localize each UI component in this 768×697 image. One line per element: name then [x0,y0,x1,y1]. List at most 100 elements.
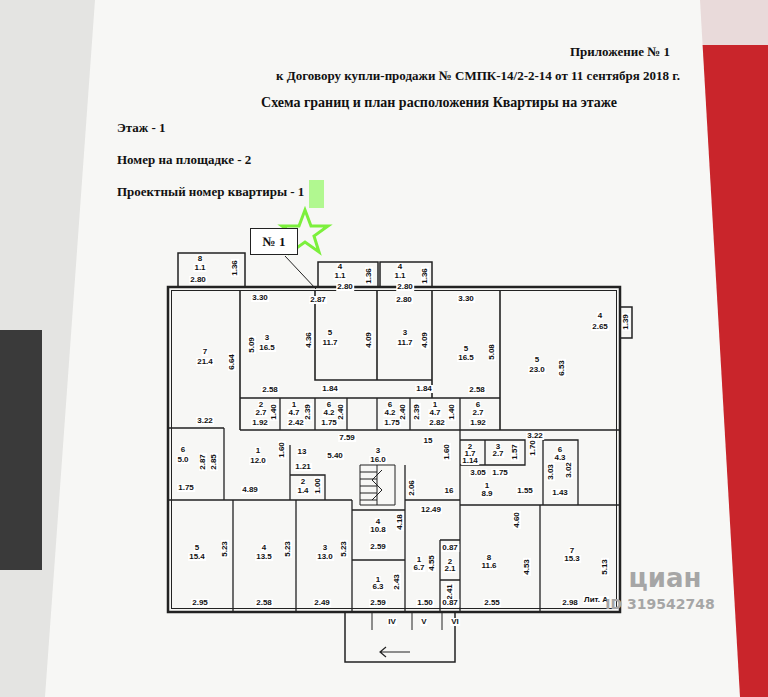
plan-label: 15.3 [563,555,581,563]
dimension-label: 4.36 [305,331,313,349]
watermark: ID 319542748 [605,597,714,611]
plan-label: 2.87 [309,296,327,304]
plan-label: 1 [484,482,490,490]
interior-wall [240,398,500,430]
plan-label: 5.0 [176,456,189,464]
plan-label: 1 [432,401,438,409]
plan-label: 1.75 [177,484,195,492]
plan-label: 1.14 [461,457,479,465]
plan-label: 11.7 [321,339,338,347]
plan-label: 16.5 [258,344,276,352]
dimension-label: 1.40 [270,403,278,421]
plan-label: 2.58 [255,599,273,607]
plan-label: 4 [597,312,603,320]
plan-label: 4.2 [322,409,335,417]
plan-label: IV [387,618,397,626]
dimension-label: 2.43 [393,573,401,591]
dimension-label: 4.18 [396,513,404,531]
plan-label: 0.87 [441,599,459,607]
watermark: циан [629,565,702,591]
plan-label: 5 [327,329,333,337]
plan-label: 2 [258,401,264,409]
plan-label: 1.4 [296,487,309,495]
plan-label: 5 [194,544,200,552]
floor-plan [168,253,632,662]
dimension-label: 5.13 [601,558,609,576]
plan-label: Лит. А [583,596,609,604]
plan-label: 11.7 [396,339,413,347]
balcony [178,253,245,287]
dimension-label: 4.55 [428,554,436,572]
plan-label: 3.30 [457,295,475,303]
plan-label: 6 [557,446,563,454]
leader-line [285,256,316,289]
plan-label: 4.7 [428,409,441,417]
plan-label: 2.58 [468,386,486,394]
plan-label: 1.92 [469,419,487,427]
dimension-label: 5.08 [488,343,496,361]
plan-label: 2.65 [591,323,609,331]
plan-label: 0.87 [441,544,459,552]
plan-label: 6 [180,446,186,454]
plan-label: 6.3 [371,583,384,591]
plan-label: 5 [534,356,540,364]
plan-label: V [420,618,427,626]
callout-number: № 1 [263,234,286,250]
plan-label: 2.42 [287,419,305,427]
plan-label: 11.6 [480,562,497,570]
plan-label: 7.59 [338,434,356,442]
plan-label: 2.59 [369,599,387,607]
dimension-label: 1.60 [278,441,286,459]
plan-label: 2.58 [261,386,279,394]
plan-label: 4 [375,518,381,526]
plan-label: 1.92 [251,419,269,427]
dimension-label: 2.85 [210,453,218,471]
plan-label: 3.30 [251,294,269,302]
plan-label: 2.95 [191,599,209,607]
plan-label: 1.84 [415,385,433,393]
plan-label: 13.5 [255,553,273,561]
plan-label: 15 [423,437,434,445]
plan-label: 2.82 [428,419,446,427]
plan-label: 3.05 [469,469,487,477]
header-text: Этаж - 1 [117,121,166,135]
plan-label: 8 [486,554,492,562]
green-highlight [309,180,324,208]
dimension-label: 4.60 [513,511,521,529]
header-text: Номер на площадке - 2 [117,153,251,167]
plan-label: 3 [375,447,381,455]
plan-label: 4 [261,544,267,552]
plan-label: 6.7 [412,564,425,572]
dimension-label: 2.40 [337,403,345,421]
plan-label: 1.75 [383,419,401,427]
plan-label: 13.0 [316,553,334,561]
plan-label: 6 [326,401,332,409]
interior-wall [233,465,460,612]
dimension-label: 1.57 [511,443,519,461]
plan-label: 12.49 [420,506,442,514]
plan-label: 3.22 [196,417,214,425]
plan-label: 2.7 [254,409,267,417]
dimension-label: 1.00 [314,477,322,495]
dimension-label: 2.87 [199,453,207,471]
plan-label: 13 [297,448,308,456]
plan-label: 8.9 [480,490,493,498]
plan-label: 1.50 [416,599,434,607]
interior-wall [460,430,620,612]
plan-label: 4.2 [383,409,396,417]
dimension-label: 5.23 [284,540,292,558]
plan-label: 12.0 [249,457,267,465]
header-text: к Договору купли-продажи № СМПК-14/2-2-1… [276,69,680,83]
plan-label: 1 [416,556,422,564]
plan-label: 7 [202,348,208,356]
plan-label: 2.59 [369,543,387,551]
plan-label: 1.43 [551,489,569,497]
plan-label: 1.55 [516,487,534,495]
dimension-label: 1.70 [529,439,537,457]
plan-label: 2.80 [336,283,354,291]
dimension-label: 1.60 [443,443,451,461]
plan-label: 1.75 [491,469,509,477]
dimension-label: 6.53 [558,359,566,377]
plan-label: 1.84 [321,385,339,393]
